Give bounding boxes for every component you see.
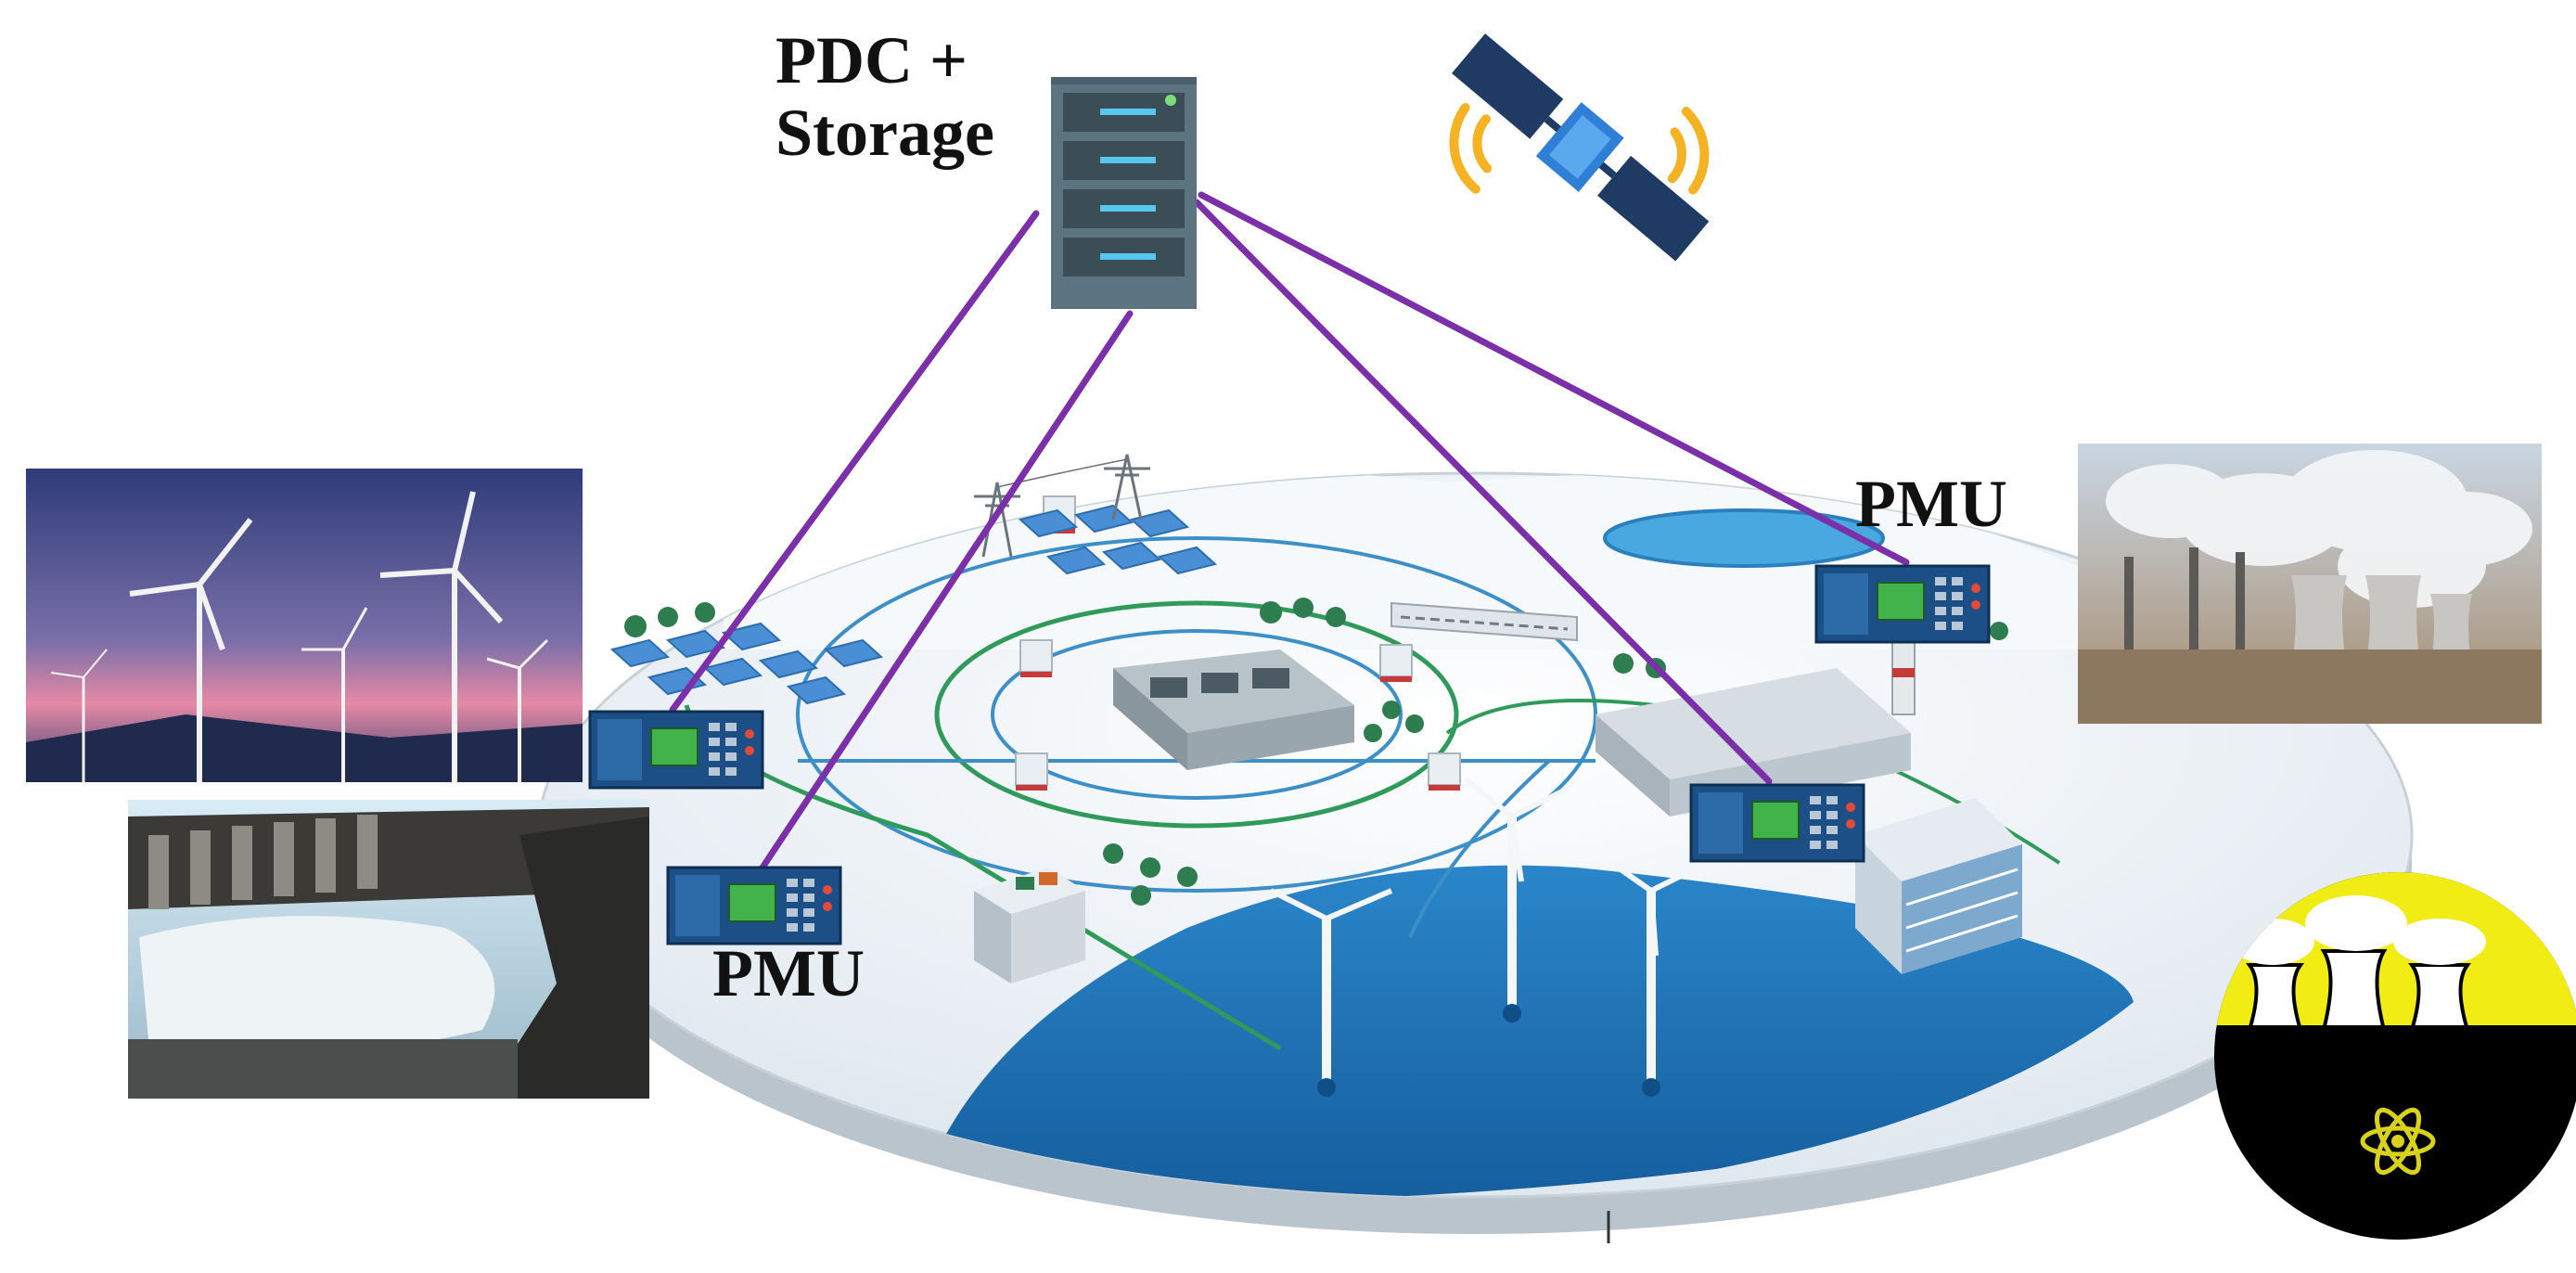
apartment-block [974, 868, 1085, 984]
satellite-icon [1449, 33, 1710, 262]
transmission-towers [974, 454, 1150, 558]
hydro-dam-photo [128, 800, 649, 1099]
pmu-device-icon [588, 564, 1991, 945]
solar-farm-center [1018, 504, 1218, 575]
server-rack-icon [1051, 77, 1197, 309]
pmu-device-3 [1689, 783, 1865, 863]
nuclear-plant-icon [2214, 872, 2576, 1240]
train [1391, 601, 1578, 642]
pmu-communication-links [669, 191, 1910, 871]
grid-platform [536, 454, 2414, 1243]
pmu-label-left: PMU [712, 936, 865, 1010]
offshore-wind-turbines [1269, 777, 1709, 1097]
pdc-label: PDC + [775, 23, 968, 97]
sea [918, 865, 2134, 1197]
pmu-device-2 [666, 866, 842, 945]
coal-plant-photo [2078, 444, 2542, 724]
pmu-device-4 [1814, 564, 1991, 644]
central-substation [1113, 649, 1354, 770]
storage-label: Storage [775, 96, 994, 170]
pmu-device-1 [588, 710, 764, 790]
office-building [1855, 798, 2022, 974]
wind-farm-photo [26, 469, 583, 782]
lake [1603, 508, 1885, 568]
pmu-label-right: PMU [1855, 467, 2007, 541]
